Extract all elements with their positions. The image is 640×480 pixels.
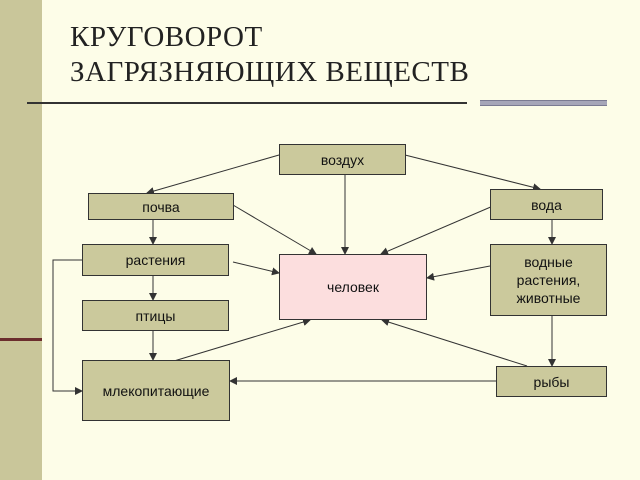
title-line-2: ЗАГРЯЗНЯЮЩИХ ВЕЩЕСТВ [70, 56, 470, 88]
node-birds: птицы [82, 300, 229, 331]
node-plants: растения [82, 244, 229, 276]
node-fish-label: рыбы [533, 373, 570, 390]
node-human-label: человек [327, 279, 379, 295]
left-strip-accent [0, 338, 42, 341]
node-mammals: млекопитающие [82, 360, 230, 421]
node-soil-label: почва [142, 198, 180, 215]
arrow-air-to-soil [146, 154, 280, 195]
node-aquatic-life: водные растения, животные [490, 244, 607, 316]
node-plants-label: растения [125, 252, 186, 268]
node-birds-label: птицы [135, 307, 176, 324]
node-water: вода [490, 189, 603, 220]
node-fish: рыбы [496, 366, 607, 397]
arrow-air-to-water [404, 154, 541, 192]
node-water-label: вода [531, 196, 562, 213]
arrow-mammals-to-human [173, 318, 311, 362]
node-human: человек [279, 254, 427, 320]
arrow-aquatic-to-human [426, 265, 491, 281]
left-decorative-strip [0, 0, 42, 480]
arrow-water-to-human [380, 205, 494, 255]
arrow-plants-to-mammals [52, 259, 83, 395]
arrow-soil-to-human [232, 204, 317, 255]
slide-title: КРУГОВОРОТ ЗАГРЯЗНЯЮЩИХ ВЕЩЕСТВ [70, 20, 469, 90]
node-aquatic-label-2: растения, [516, 272, 581, 288]
title-underline-accent [480, 100, 607, 106]
arrow-fish-to-human [381, 318, 528, 367]
node-aquatic-label-1: водные [524, 254, 573, 270]
node-aquatic-label-3: животные [516, 290, 581, 306]
node-air-label: воздух [320, 151, 365, 168]
node-soil: почва [88, 193, 234, 220]
node-air: воздух [279, 144, 406, 175]
title-underline [27, 102, 467, 104]
node-mammals-label: млекопитающие [102, 382, 210, 399]
title-line-1: КРУГОВОРОТ [70, 21, 263, 53]
arrow-plants-to-human [232, 261, 280, 276]
